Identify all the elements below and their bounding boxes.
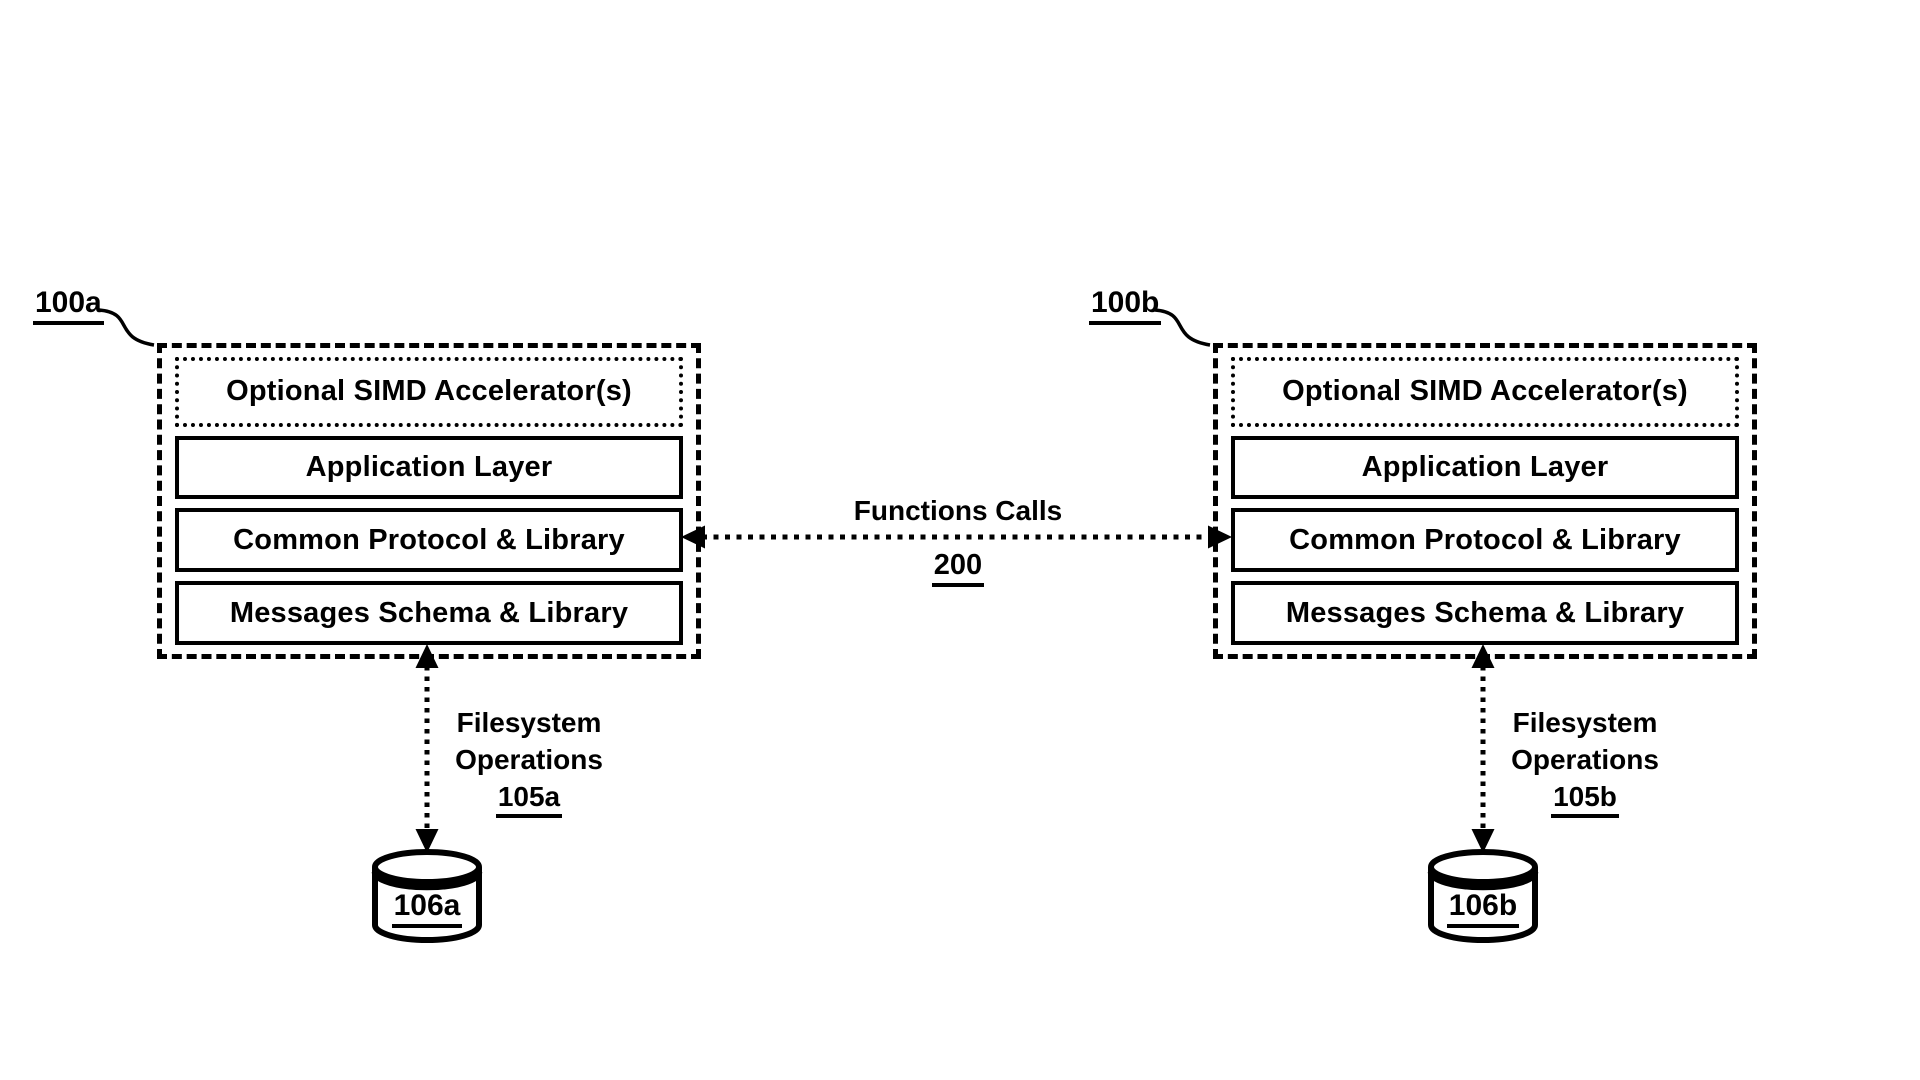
layer-common-protocol: Common Protocol & Library — [175, 508, 683, 573]
system-box-100a: Optional SIMD Accelerator(s) Application… — [157, 343, 701, 659]
layer-label: Common Protocol & Library — [233, 523, 625, 556]
database-label-106b: 106b — [1428, 889, 1538, 928]
database-label-106a: 106a — [372, 889, 482, 928]
layer-application: Application Layer — [175, 435, 683, 500]
leader-line-100a — [98, 308, 155, 347]
ref-106a-text: 106a — [391, 891, 463, 928]
layer-optional-simd-accelerators: Optional SIMD Accelerator(s) — [1231, 357, 1739, 427]
ref-100b-text: 100b — [1089, 288, 1162, 325]
cylinder-top — [1428, 849, 1538, 885]
functions-calls-label: Functions Calls 200 — [808, 496, 1108, 587]
cylinder-band — [371, 871, 483, 891]
operations-text: Operations — [1511, 744, 1659, 775]
layer-label: Application Layer — [305, 451, 553, 484]
cylinder-top — [372, 849, 482, 885]
arrowhead-down-icon — [1471, 829, 1495, 853]
ref-105a-line: 105a — [424, 778, 634, 818]
cylinder-band — [1427, 871, 1539, 891]
layer-application: Application Layer — [1231, 435, 1739, 500]
filesystem-ops-label-105a: Filesystem Operations 105a — [424, 704, 634, 818]
functions-calls-text: Functions Calls — [853, 495, 1063, 526]
ref-105a-text: 105a — [495, 783, 563, 818]
ref-105b-text: 105b — [1551, 783, 1619, 818]
ref-100a-text: 100a — [33, 288, 104, 325]
layer-label: Messages Schema & Library — [1285, 596, 1685, 629]
layer-label: Application Layer — [1361, 451, 1609, 484]
ref-200-text: 200 — [931, 551, 985, 587]
ref-106b-text: 106b — [1446, 891, 1520, 928]
filesystem-ops-label-105b: Filesystem Operations 105b — [1480, 704, 1690, 818]
layer-optional-simd-accelerators: Optional SIMD Accelerator(s) — [175, 357, 683, 427]
layer-common-protocol: Common Protocol & Library — [1231, 508, 1739, 573]
filesystem-text: Filesystem — [456, 707, 602, 738]
layer-label: Messages Schema & Library — [229, 596, 629, 629]
ref-105b-line: 105b — [1480, 778, 1690, 818]
layer-label: Optional SIMD Accelerator(s) — [226, 375, 632, 408]
layer-messages-schema: Messages Schema & Library — [175, 581, 683, 645]
filesystem-text: Filesystem — [1512, 707, 1658, 738]
arrowhead-down-icon — [415, 829, 439, 853]
ref-200-line: 200 — [808, 550, 1108, 587]
ref-label-100a: 100a — [33, 288, 104, 325]
system-box-100b: Optional SIMD Accelerator(s) Application… — [1213, 343, 1757, 659]
ref-label-100b: 100b — [1089, 288, 1162, 325]
layer-label: Optional SIMD Accelerator(s) — [1282, 375, 1688, 408]
layer-messages-schema: Messages Schema & Library — [1231, 581, 1739, 645]
leader-line-100b — [1154, 308, 1211, 347]
operations-text: Operations — [455, 744, 603, 775]
layer-label: Common Protocol & Library — [1289, 523, 1681, 556]
